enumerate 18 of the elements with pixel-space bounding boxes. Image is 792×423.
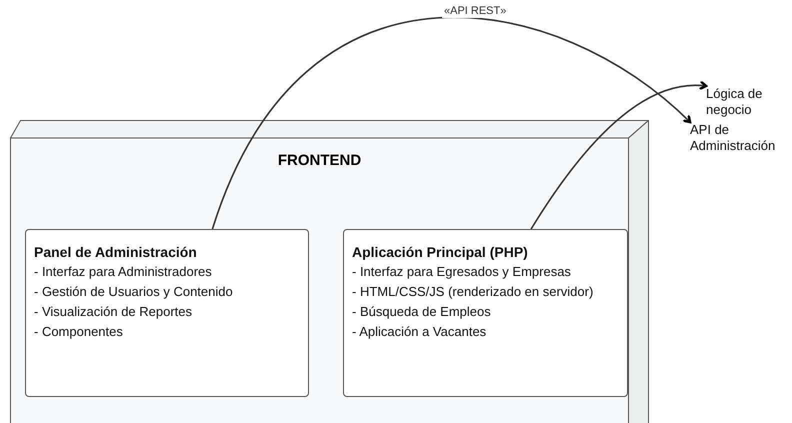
component-box <box>343 229 628 397</box>
component-title: Aplicación Principal (PHP) <box>352 243 529 262</box>
feature-item: - HTML/CSS/JS (renderizado en servidor) <box>352 283 594 301</box>
annotation-text: API de Administración <box>690 122 790 154</box>
arrow <box>530 80 708 230</box>
feature-item: - Componentes <box>34 323 124 341</box>
feature-item: - Visualización de Reportes <box>34 303 194 321</box>
arrow <box>212 17 692 230</box>
annotation-text: Lógica de negocio <box>706 86 786 118</box>
feature-item: - Interfaz para Egresados y Empresas <box>352 263 572 281</box>
feature-item: - Interfaz para Administradores <box>34 263 213 281</box>
edge-label: «API REST» <box>442 5 508 18</box>
component-box <box>25 229 309 397</box>
feature-item: - Gestión de Usuarios y Contenido <box>34 283 234 301</box>
package-title: FRONTEND <box>276 151 362 171</box>
feature-item: - Búsqueda de Empleos <box>352 303 492 321</box>
component-title: Panel de Administración <box>34 243 198 262</box>
feature-item: - Aplicación a Vacantes <box>352 323 488 341</box>
